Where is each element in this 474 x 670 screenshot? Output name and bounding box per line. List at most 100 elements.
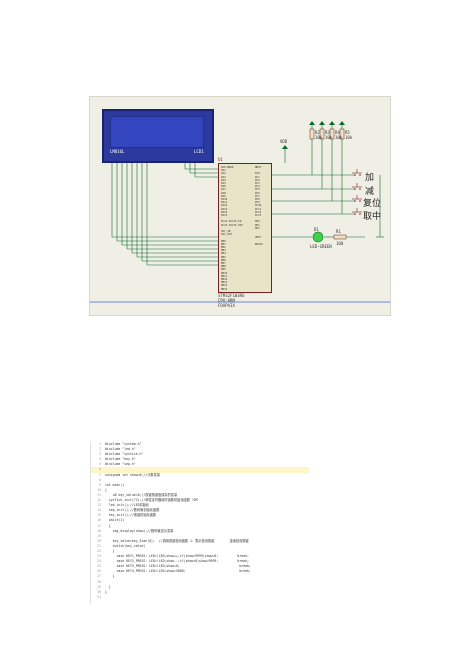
code-line: 11 u8 key_value=0;//按键按键值保存的变量: [91, 493, 309, 498]
line-number: 14: [97, 508, 101, 513]
mcu-pin-right: PC7: [255, 194, 260, 198]
mcu-pin-left: PB5: [221, 255, 226, 259]
r1-ref-label: R1: [336, 229, 341, 234]
code-line: 25 case KEY3_PRESS: LED=!LED;show=0; bre…: [91, 564, 309, 569]
button-add-label: 加: [365, 173, 375, 183]
mcu-pin-right: PC10: [255, 204, 262, 208]
line-number: 16: [97, 518, 101, 523]
led-part-label: LED-GREEN: [310, 244, 332, 249]
mcu-pin-right: PD1: [255, 223, 260, 227]
mcu-pin-left: PB13: [221, 281, 228, 285]
resistor-label-r3: R3: [325, 130, 330, 135]
mcu-sub-label-1: CPU:ARM: [218, 298, 235, 303]
code-line: 17 {: [91, 524, 309, 529]
mcu-pin-left: PA0-WKUP: [221, 166, 234, 169]
resistor-value-r3: 10k: [325, 135, 333, 140]
mcu-pin-left: PB14: [221, 284, 228, 288]
mcu-pin-left: PB4: [221, 252, 226, 256]
mcu-pin-left: PB6: [221, 258, 226, 262]
line-text: #include "system.h": [105, 442, 142, 446]
code-line: 1 #include "system.h": [91, 442, 309, 447]
mcu-pin-left: PB8: [221, 265, 226, 269]
mcu-pin-left: PA11: [221, 201, 228, 205]
resistor-label-r4: R4: [335, 130, 340, 135]
mcu-pin-right: PC9: [255, 201, 260, 205]
code-line: 31: [91, 595, 309, 600]
code-line: 26 case KEY4_PRESS: LED=!LED;show=5000; …: [91, 569, 309, 574]
mcu-pin-left: PC14-OSC32_IN: [221, 220, 242, 224]
lcd-part-label: LM016L: [110, 149, 125, 154]
line-number: 20: [97, 538, 101, 543]
mcu-pin-right: PC13: [255, 214, 262, 217]
line-number: 25: [97, 564, 101, 569]
line-text: switch(key_value): [105, 543, 146, 548]
code-line: 20 key_value=key_Scan(0); //调用按键检测函数 1：表…: [91, 539, 309, 544]
button-reset-label: 复位: [363, 199, 382, 209]
lcd-display: LM016L LCD1: [102, 109, 214, 163]
line-text: key_init();//按键初始化函数: [105, 513, 157, 518]
mcu-ref-label: U1: [218, 157, 223, 162]
code-line: 8: [91, 478, 309, 483]
line-text: led_init();//LED初始化: [105, 503, 150, 508]
line-text: case KEY1_PRESS: LED=!LED;show++;if(show…: [105, 554, 249, 559]
code-line: 28: [91, 580, 309, 585]
line-number: 1: [99, 442, 101, 446]
line-text: key_value=key_Scan(0); //调用按键检测函数 1：表示检测…: [105, 538, 249, 543]
line-text: seg_display(show);//数码管显示变量: [105, 528, 174, 533]
line-number: 28: [97, 579, 101, 584]
mcu-pin-right: PC5: [255, 188, 260, 192]
button-middle-label: 取中: [363, 212, 382, 222]
code-lines: 1 #include "system.h"2#include "led.h"3 #i…: [91, 442, 309, 600]
line-text: #include "key.h": [105, 457, 136, 462]
code-line: 18 seg_display(show);//数码管显示变量: [91, 529, 309, 534]
mcu-pin-left: PA14: [221, 210, 228, 214]
resistor-label-r5: R5: [345, 130, 350, 135]
code-line: 5 #include "seg.h": [91, 462, 309, 467]
line-number: 21: [97, 543, 101, 548]
resistor-value-r4: 10k: [335, 135, 343, 140]
line-number: 26: [97, 569, 101, 574]
mcu-pin-left: PB2: [221, 246, 226, 249]
mcu-pin-left: PA2: [221, 172, 226, 176]
mcu-pin-right: VBAT: [255, 236, 262, 240]
mcu-pin-right: PC4: [255, 185, 260, 189]
mcu-pin-left: PB12: [221, 278, 228, 281]
mcu-part-label: STM32F103R6: [218, 293, 245, 298]
mcu-pin-left: PB1: [221, 242, 226, 246]
line-text: seg_init();//数码管初始化函数: [105, 508, 160, 513]
mcu-pin-right: PD2: [255, 226, 260, 230]
line-text: #include "seg.h": [105, 462, 136, 467]
mcu-pin-right: PC8: [255, 198, 260, 201]
line-text: {: [105, 523, 111, 528]
mcu-pin-left: PB0: [221, 239, 226, 243]
code-line: 13 led_init();//LED初始化: [91, 503, 309, 508]
line-number: 2: [99, 447, 101, 452]
lcd-screen: [110, 116, 204, 148]
line-text: }: [105, 584, 111, 589]
mcu-pin-right: PC12: [255, 210, 262, 214]
line-number: 29: [97, 584, 101, 589]
code-line: 29 }: [91, 585, 309, 590]
lcd-ref-label: LCD1: [194, 149, 204, 154]
mcu-pin-right: PC6: [255, 191, 260, 195]
mcu-pin-left: PA12: [221, 204, 228, 208]
mcu-pin-left: PA7: [221, 188, 226, 192]
line-number: 5: [99, 462, 101, 467]
code-line: 22 {: [91, 549, 309, 554]
line-number: 8: [99, 477, 101, 482]
schematic-wires: [90, 121, 390, 303]
mcu-pin-right: PC2: [255, 178, 260, 182]
mcu-pin-right: PC0: [255, 172, 260, 176]
line-number: 15: [97, 513, 101, 518]
mcu-pin-left: OSC_OUT: [221, 233, 232, 237]
code-line: 27 }: [91, 574, 309, 579]
line-number: 6: [99, 467, 101, 472]
line-number: 12: [97, 498, 101, 503]
code-line: 14 seg_init();//数码管初始化函数: [91, 508, 309, 513]
code-line: 19: [91, 534, 309, 539]
line-number: 3: [99, 452, 101, 457]
code-line: 2#include "led.h": [91, 447, 309, 452]
line-text: case KEY3_PRESS: LED=!LED;show=0; break;: [105, 564, 251, 569]
